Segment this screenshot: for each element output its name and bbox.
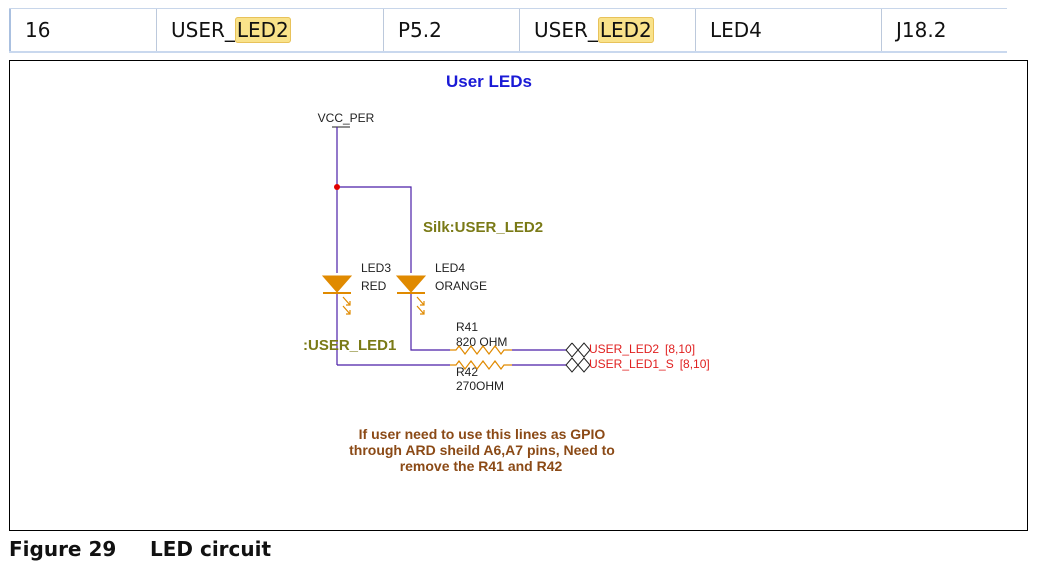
table-cell-port: P5.2 (383, 9, 519, 51)
figure-number: Figure 29 (9, 537, 117, 561)
led4-symbol (395, 275, 427, 315)
cell-prefix: USER_ (534, 18, 598, 42)
led3-diode-icon (321, 275, 353, 293)
figure-title: LED circuit (150, 537, 272, 561)
note-line-1: If user need to use this lines as GPIO (359, 426, 606, 442)
led4-color: ORANGE (435, 279, 487, 293)
silk-label-led1: :USER_LED1 (303, 337, 396, 354)
net-port-usrled1-icon (565, 357, 591, 373)
search-highlight: LED2 (597, 17, 654, 43)
cell-text: J18.2 (896, 18, 947, 42)
led3-color: RED (361, 279, 387, 293)
wire-led4-r41 (410, 293, 450, 351)
led4-ref: LED4 (435, 261, 465, 275)
junction-dot (334, 184, 340, 190)
net-label-usrled1: USER_LED1_S[8,10] (589, 357, 710, 371)
table-cell-signal: USER_LED2 (156, 9, 383, 51)
r41-value: 820 OHM (456, 335, 507, 349)
table-row: 16 USER_LED2 P5.2 USER_LED2 LED4 J18.2 (9, 8, 1007, 53)
led3-emission-icon (342, 296, 351, 315)
schematic-frame: User LEDs VCC_PER Silk:USER_LED2 :USER_L… (9, 60, 1028, 531)
table-cell-number: 16 (9, 9, 156, 51)
r42-resistor-icon (450, 360, 512, 370)
r41-ref: R41 (456, 320, 478, 334)
wires (336, 127, 566, 366)
cell-text: 16 (25, 18, 51, 42)
silk-label-led2: Silk:USER_LED2 (423, 219, 543, 236)
schematic-title: User LEDs (446, 72, 532, 91)
cell-prefix: USER_ (171, 18, 235, 42)
r42-ref: R42 (456, 365, 478, 379)
design-note: If user need to use this lines as GPIO t… (349, 426, 615, 474)
net-port-icons (565, 342, 591, 373)
cell-text: P5.2 (398, 18, 442, 42)
r42-value: 270OHM (456, 379, 504, 393)
note-line-2: through ARD sheild A6,A7 pins, Need to (349, 442, 615, 458)
led4-emission-icon (416, 296, 425, 315)
cell-text: LED4 (710, 18, 762, 42)
table-cell-net: USER_LED2 (519, 9, 695, 51)
led3-ref: LED3 (361, 261, 391, 275)
note-line-3: remove the R41 and R42 (400, 458, 563, 474)
r41-resistor-icon (450, 345, 512, 355)
table-cell-led: LED4 (695, 9, 881, 51)
led4-diode-icon (395, 275, 427, 293)
net-label-usrled2: USER_LED2[8,10] (589, 342, 695, 356)
net-port-usrled2-icon (565, 342, 591, 358)
led3-symbol (321, 275, 353, 315)
vcc-label: VCC_PER (318, 111, 375, 125)
search-highlight: LED2 (234, 17, 291, 43)
wire-vcc-led4 (337, 186, 412, 273)
schematic-diagram: User LEDs VCC_PER Silk:USER_LED2 :USER_L… (303, 72, 710, 474)
table-cell-connector: J18.2 (881, 9, 1007, 51)
